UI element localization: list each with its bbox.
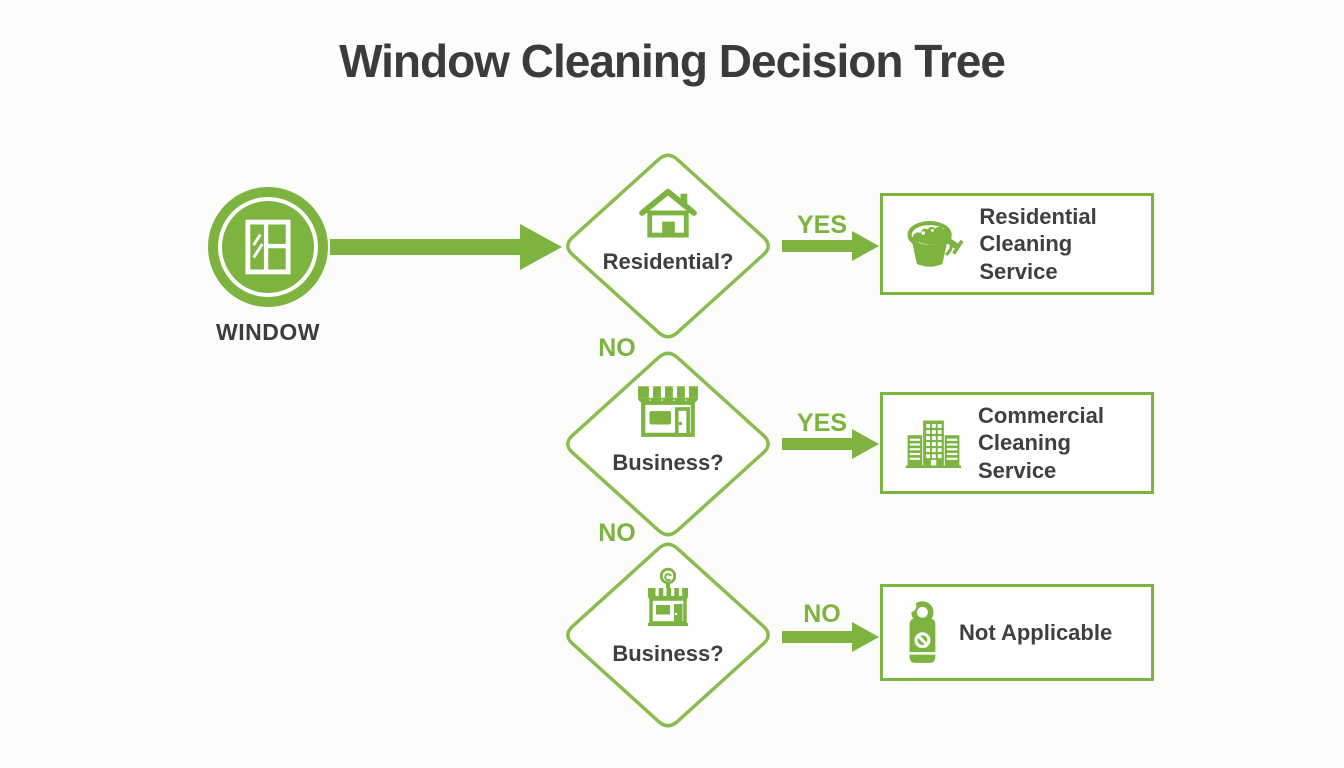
decision-node-business-2: Business? <box>558 535 778 735</box>
start-arrow <box>330 239 520 255</box>
decision-node-business-1: Business? <box>558 344 778 544</box>
outcome-label: Commercial Cleaning Service <box>978 402 1104 483</box>
storefront-icon <box>638 386 698 437</box>
shop-icon <box>648 567 688 626</box>
yes-arrow-2 <box>782 438 852 450</box>
diamond-shape <box>566 542 770 728</box>
outcome-box-not-applicable: Not Applicable <box>880 584 1154 681</box>
yes-arrow-1 <box>782 240 852 252</box>
yes-arrow-label-1: YES <box>796 211 848 239</box>
no-arrow-head <box>852 622 879 652</box>
outcome-box-residential: Residential Cleaning Service <box>880 193 1154 295</box>
question-label: Business? <box>612 450 724 475</box>
bucket-squeegee-icon <box>907 220 964 267</box>
start-node-label: WINDOW <box>216 319 320 345</box>
outcome-box-commercial: Commercial Cleaning Service <box>880 392 1154 494</box>
yes-arrow-1-head <box>852 231 879 261</box>
building-icon <box>905 420 962 469</box>
house-icon <box>639 188 697 238</box>
question-label: Residential? <box>602 249 734 274</box>
outcome-label: Residential Cleaning Service <box>979 203 1097 284</box>
diamond-shape <box>566 153 770 339</box>
start-node-disc <box>222 201 314 293</box>
decision-node-residential: Residential? <box>558 146 778 346</box>
outcome-label: Not Applicable <box>959 619 1113 645</box>
no-arrow <box>782 631 852 643</box>
door-hanger-icon <box>905 600 936 663</box>
yes-arrow-label-2: YES <box>796 409 848 437</box>
diamond-shape <box>566 351 770 537</box>
no-branch-label-2: NO <box>598 519 636 547</box>
question-label: Business? <box>612 641 724 666</box>
yes-arrow-2-head <box>852 429 879 459</box>
window-icon <box>245 219 291 275</box>
no-branch-label-1: NO <box>598 334 636 362</box>
page-title: Window Cleaning Decision Tree <box>339 35 1006 87</box>
no-arrow-label: NO <box>803 600 841 628</box>
start-arrow-head <box>520 224 562 270</box>
